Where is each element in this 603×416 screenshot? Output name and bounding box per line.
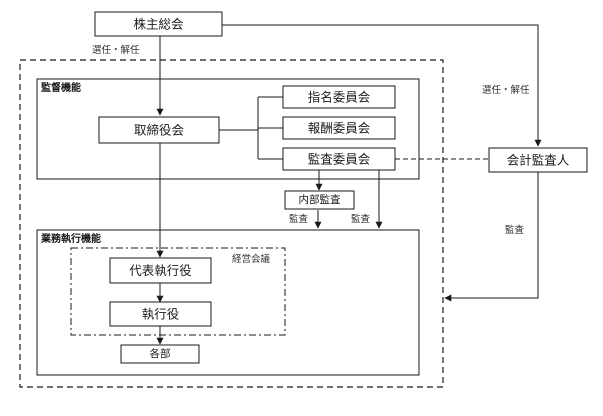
- node-accounting-auditor: 会計監査人: [488, 147, 588, 173]
- svg-text:報酬委員会: 報酬委員会: [308, 121, 371, 136]
- svg-text:監査委員会: 監査委員会: [308, 152, 371, 167]
- svg-text:株主総会: 株主総会: [133, 17, 184, 32]
- edge-label-appoint-auditor: 選任・解任: [482, 84, 530, 96]
- business-execution-section-title: 業務執行機能: [40, 232, 101, 245]
- management-meeting-frame: [70, 247, 286, 336]
- node-board-of-directors: 取締役会: [98, 116, 220, 144]
- node-departments: 各部: [120, 344, 200, 364]
- business-execution-section: [36, 229, 420, 376]
- svg-text:代表執行役: 代表執行役: [129, 263, 192, 278]
- svg-text:会計監査人: 会計監査人: [507, 153, 570, 168]
- company-frame: [19, 59, 444, 388]
- node-representative-executive-officer: 代表執行役: [109, 257, 212, 284]
- node-nomination-committee: 指名委員会: [282, 85, 396, 109]
- edge-label-audit-committee: 監査: [351, 213, 371, 225]
- node-compensation-committee: 報酬委員会: [282, 116, 396, 140]
- edge-label-audit-internal: 監査: [289, 213, 309, 225]
- edge-label-audit-auditor: 監査: [505, 224, 525, 236]
- management-meeting-label: 経営会議: [232, 253, 271, 265]
- node-internal-audit: 内部監査: [284, 190, 355, 210]
- supervision-section-title: 監督機能: [41, 81, 81, 94]
- edge-auditor-to-company: [444, 172, 539, 302]
- node-executive-officer: 執行役: [109, 301, 212, 327]
- supervision-section: [36, 78, 420, 180]
- svg-text:指名委員会: 指名委員会: [308, 90, 371, 105]
- node-audit-committee: 監査委員会: [282, 147, 396, 171]
- edge-label-appoint-board: 選任・解任: [92, 44, 140, 56]
- node-shareholders-meeting: 株主総会: [94, 11, 223, 37]
- svg-text:内部監査: 内部監査: [299, 193, 341, 206]
- svg-text:執行役: 執行役: [142, 307, 180, 322]
- svg-text:各部: 各部: [150, 347, 171, 360]
- edge-shareholders-to-auditor: [222, 24, 542, 147]
- svg-text:取締役会: 取締役会: [134, 123, 185, 138]
